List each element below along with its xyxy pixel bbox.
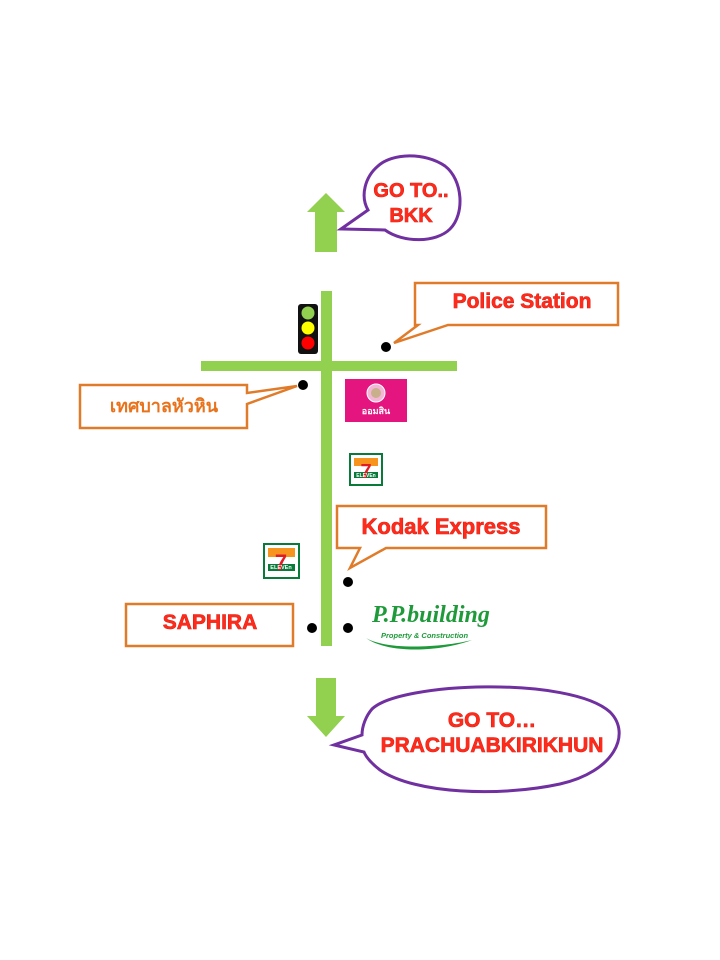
saphira-label: SAPHIRA [163,611,258,634]
bkk-line1: GO TO.. [373,180,448,202]
seven-eleven-2-seven: 7 [275,550,287,575]
callout-kodak-express: Kodak Express [335,504,548,572]
arrow-down-icon [307,678,345,737]
pp-building-logo: P.P.building Property & Construction [366,602,490,650]
callout-saphira: SAPHIRA [124,602,295,648]
main-road-vertical [321,291,332,646]
seven-eleven-1-seven: 7 [360,461,371,483]
municipality-dot [298,380,308,390]
bank-name: ออมสิน [362,406,391,417]
bank-logo: ออมสิน [345,379,407,422]
kodak-express-label: Kodak Express [362,514,521,539]
kodak-dot [343,577,353,587]
callout-police-station: Police Station [393,281,620,345]
bkk-line2: BKK [389,205,433,227]
cross-road-horizontal [201,361,457,371]
seven-eleven-logo-1: 7 ELEVEn [349,453,383,486]
municipality-label: เทศบาลหัวหิน [110,396,219,416]
pp-building-subtitle: Property & Construction [381,631,469,640]
police-station-dot [381,342,391,352]
traffic-light-icon [298,304,318,354]
callout-municipality: เทศบาลหัวหิน [78,383,298,430]
prachuab-line2: PRACHUABKIRIKHUN [381,734,604,757]
seven-eleven-logo-2: 7 ELEVEn [263,543,300,579]
callout-bkk: GO TO.. BKK [336,154,462,242]
pp-building-title: P.P.building [371,602,490,628]
prachuab-line1: GO TO… [448,709,536,732]
seven-eleven-2-word: ELEVEn [270,565,292,571]
seven-eleven-1-word: ELEVEn [356,473,375,479]
saphira-dot [307,623,317,633]
police-station-label: Police Station [453,290,592,313]
callout-prachuabkirikhun: GO TO… PRACHUABKIRIKHUN [328,685,621,794]
arrow-up-icon [307,193,345,252]
pp-building-dot [343,623,353,633]
